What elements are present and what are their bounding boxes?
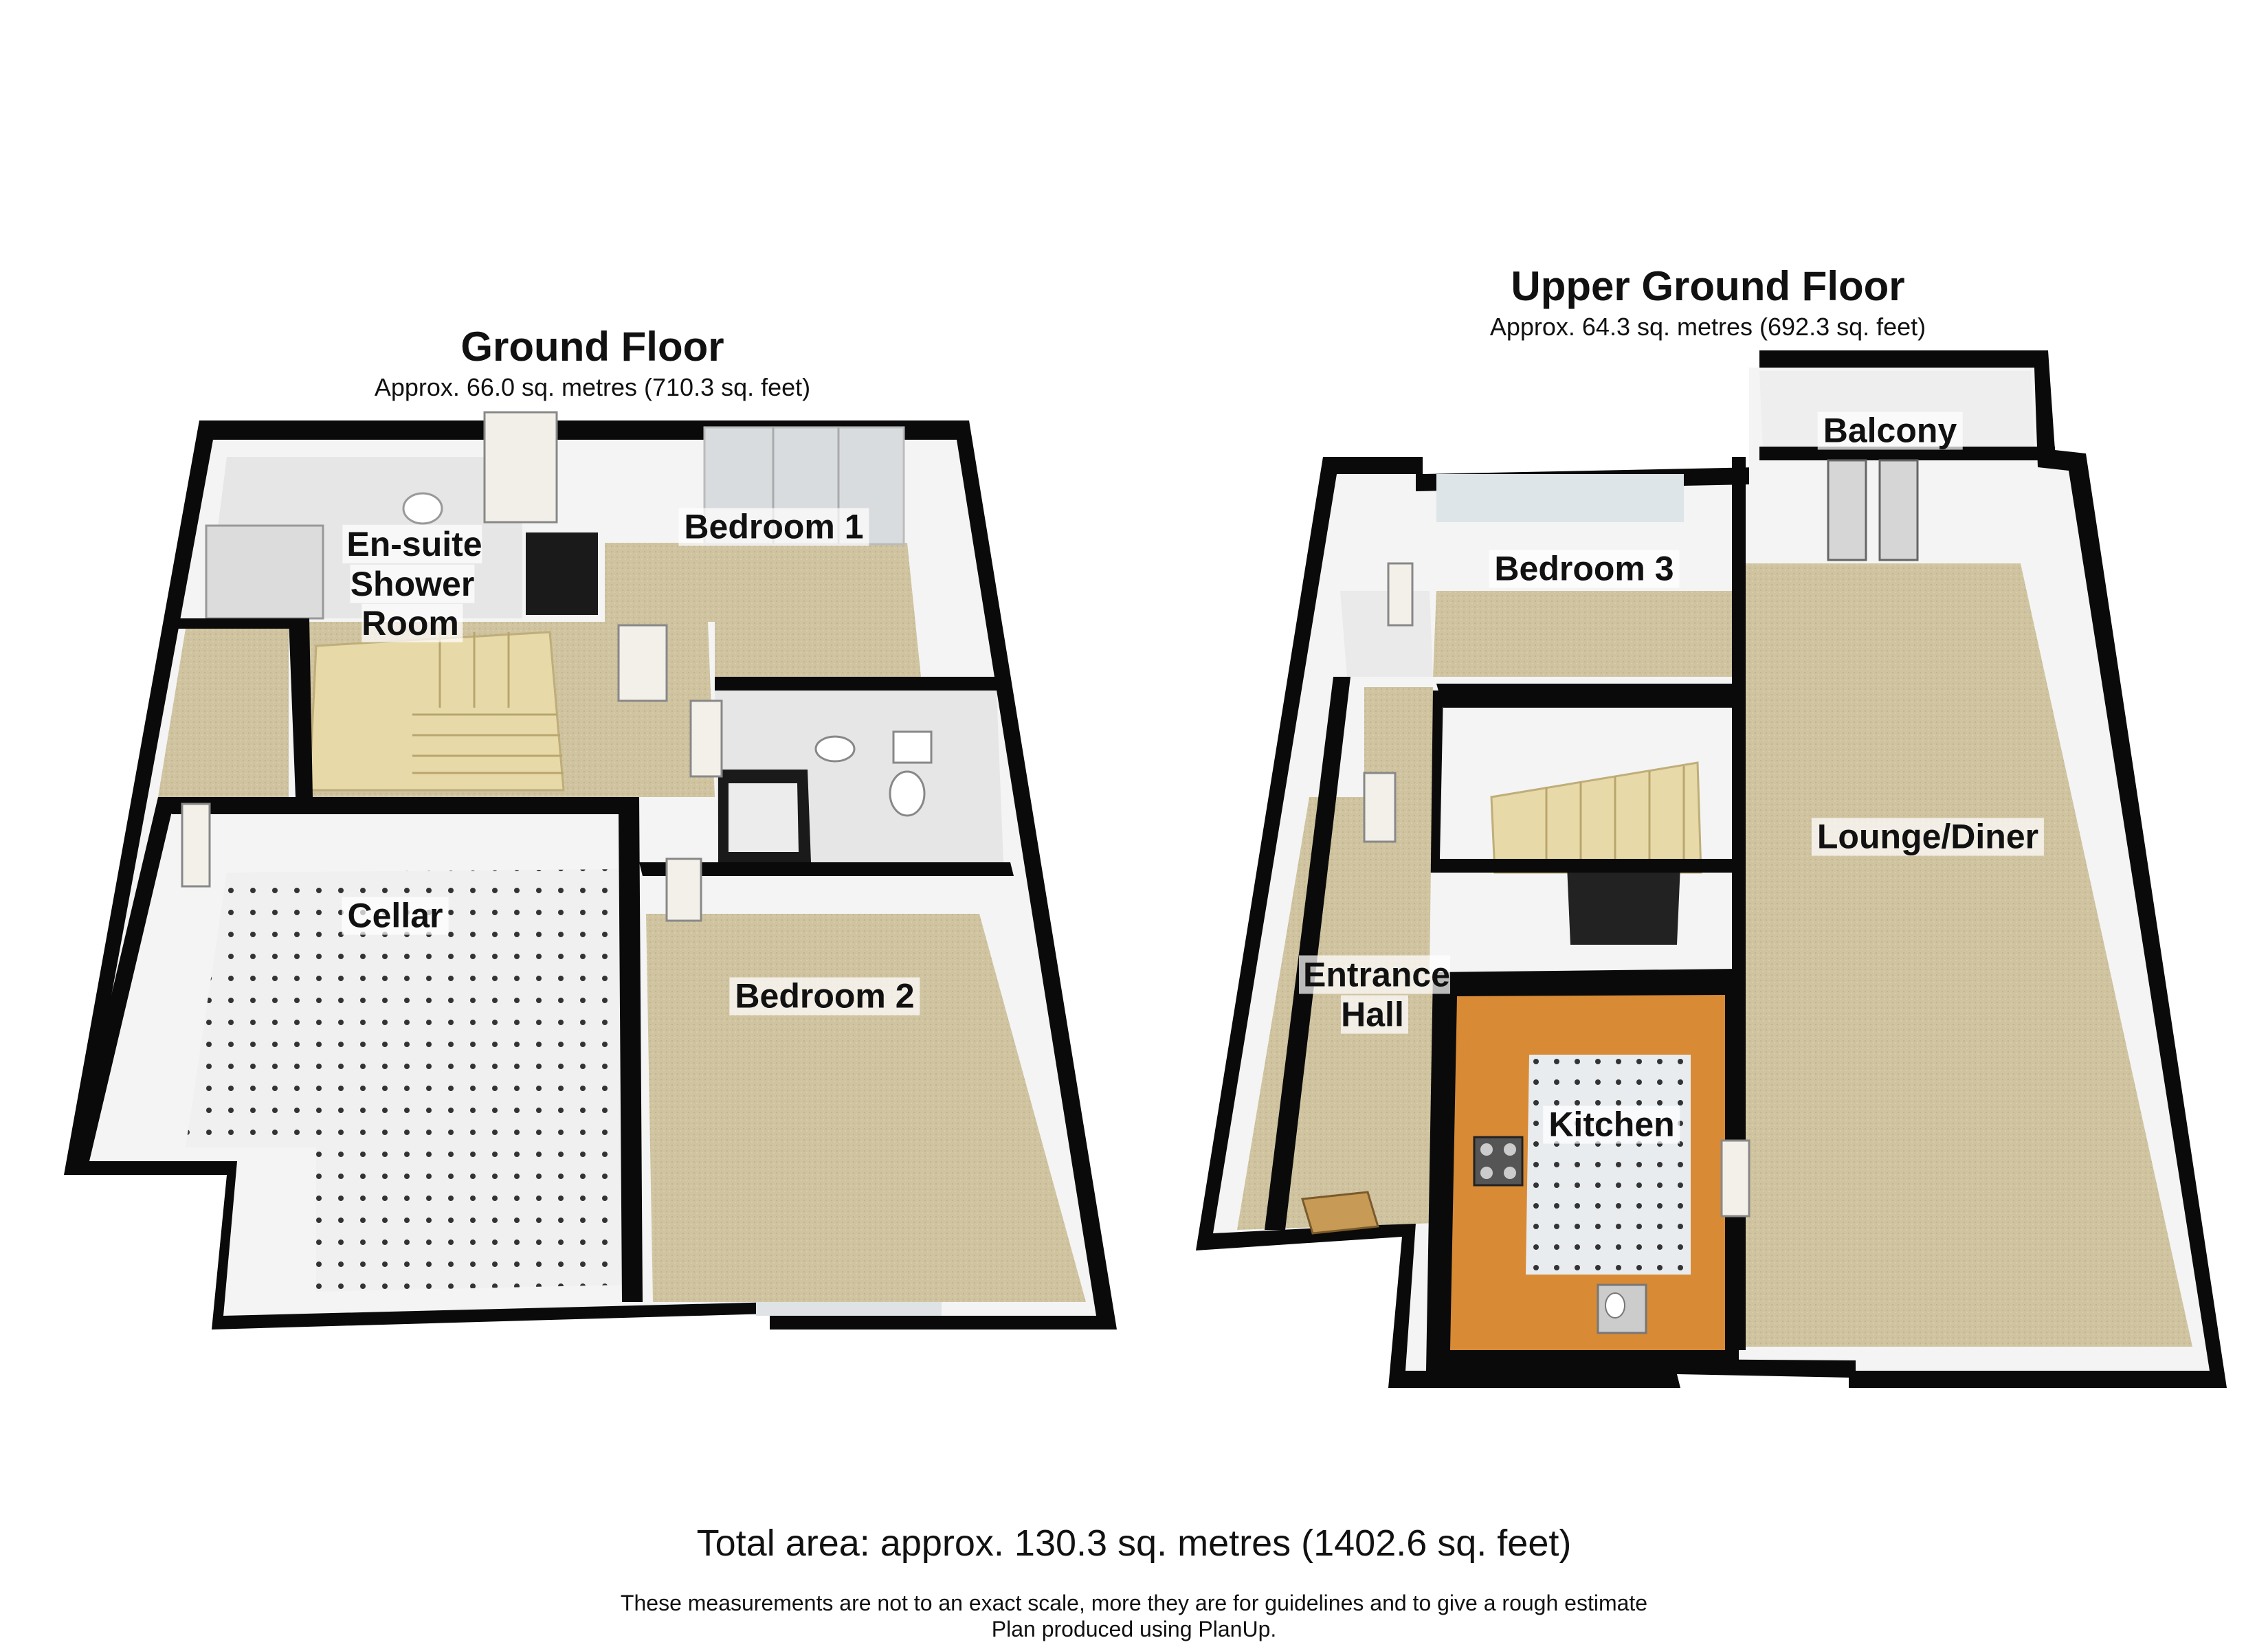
bedroom-1-floor (605, 543, 921, 677)
room-label-kitchen: Kitchen (1543, 1106, 1680, 1144)
kitchen-floor (1526, 1055, 1691, 1275)
bedroom-3-floor (1433, 591, 1732, 677)
room-label-ensuite-shower-room: En-suite Shower Room (337, 524, 487, 644)
ground-floor-stairs (308, 631, 565, 792)
total-area: Total area: approx. 130.3 sq. metres (14… (696, 1523, 1572, 1564)
room-label-bedroom-3: Bedroom 3 (1489, 550, 1680, 588)
upper-floor-title: Upper Ground Floor (1511, 263, 1905, 309)
cellar-floor (186, 869, 622, 1292)
room-label-cellar: Cellar (342, 897, 449, 935)
upper-floor-area: Approx. 64.3 sq. metres (692.3 sq. feet) (1489, 313, 1926, 341)
lounge-diner-floor (1742, 563, 2192, 1347)
room-label-lounge-diner: Lounge/Diner (1811, 818, 2045, 856)
disclaimer: These measurements are not to an exact s… (620, 1591, 1648, 1615)
room-label-bedroom-2: Bedroom 2 (729, 977, 920, 1016)
room-label-entrance-hall: Entrance Hall (1293, 955, 1456, 1035)
ground-floor-title: Ground Floor (460, 324, 724, 370)
room-label-bedroom-1: Bedroom 1 (678, 508, 869, 546)
ground-floor-plan (64, 411, 1117, 1330)
upper-ground-floor-plan (1196, 350, 2227, 1388)
room-label-balcony: Balcony (1817, 412, 1963, 450)
plan-credit: Plan produced using PlanUp. (991, 1617, 1277, 1641)
ground-floor-area: Approx. 66.0 sq. metres (710.3 sq. feet) (374, 373, 811, 401)
